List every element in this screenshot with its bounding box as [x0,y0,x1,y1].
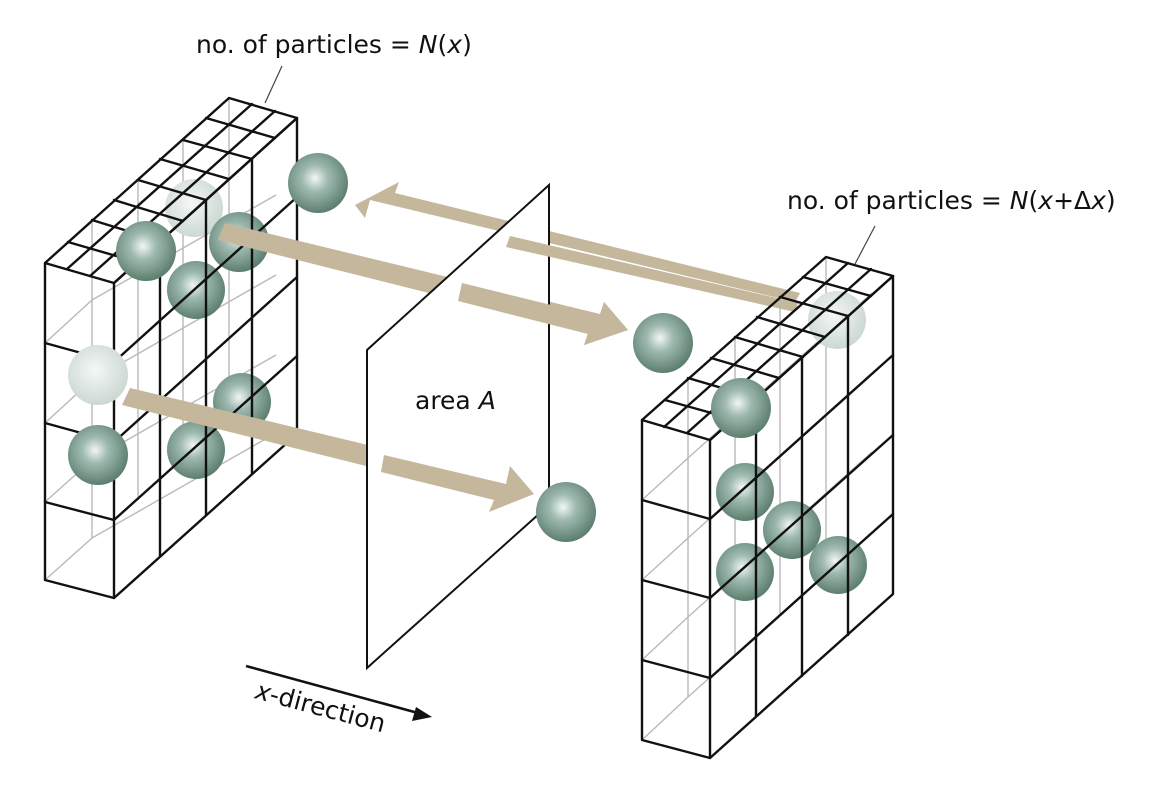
particle-right-faded-top [808,291,866,349]
particle-left-2 [68,425,128,485]
particle-left-1 [116,221,176,281]
arrow-right-to-left-front [506,236,798,312]
particle-left-faded-mid [68,345,128,405]
left-grid-front-edges [43,96,299,600]
flux-arrows-front [381,236,798,512]
x-direction-arrow [245,664,432,721]
direction-arrow-shaft [245,664,419,715]
left-callout-line [264,65,283,104]
area-label: area A [415,386,496,415]
right-particle-grid [640,225,895,760]
particle-right-3 [763,501,821,559]
particle-right-1 [711,378,771,438]
arrow-right-to-left [355,182,800,302]
right-callout-line [854,225,876,265]
direction-arrow-head [412,707,432,721]
area-plane [366,182,550,671]
particle-crossing-top [288,153,348,213]
right-grid-front-edges [640,255,895,760]
particle-left-7 [167,421,225,479]
left-count-label: no. of particles = N(x) [196,30,472,59]
arrow-upper-front [458,283,628,345]
particle-crossing-bottom [536,482,596,542]
particle-right-2 [716,463,774,521]
particle-right-5 [716,543,774,601]
right-count-label: no. of particles = N(x+Δx) [787,186,1116,215]
arrow-lower-front [381,455,534,512]
left-particle-grid [43,65,299,600]
particle-crossing-middle [633,313,693,373]
